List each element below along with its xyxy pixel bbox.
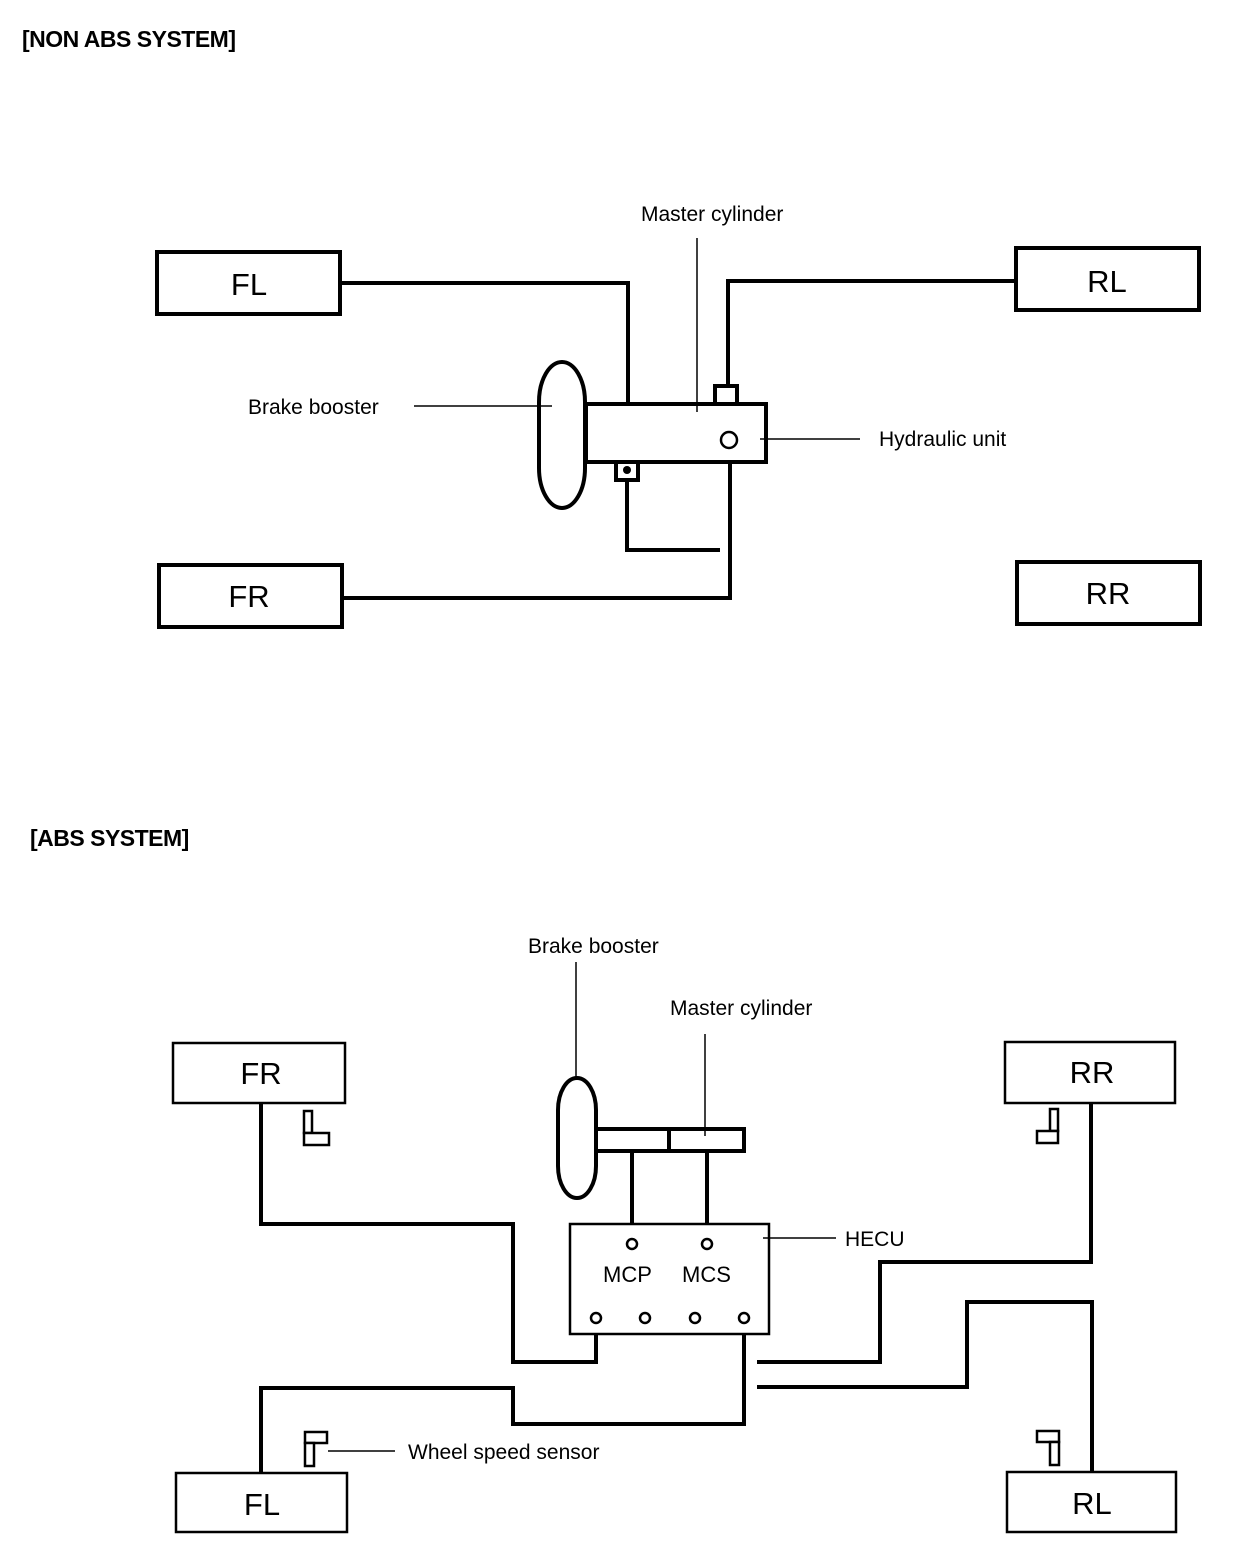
hecu-port-fr (589, 1311, 603, 1325)
hecu-port-rr (688, 1311, 702, 1325)
abs-line-fl (259, 1320, 746, 1473)
hecu-port-mcp (625, 1237, 639, 1251)
non-abs-diagram: FL RL FR RR Master cylinder Brake booste… (155, 203, 1202, 629)
wheel-box-fl (155, 250, 342, 316)
hecu-port-rl (638, 1311, 652, 1325)
label-master-cylinder: Master cylinder (641, 203, 783, 226)
abs-wheel-box-rl (1005, 1470, 1178, 1534)
abs-wheel-box-rr (1003, 1040, 1177, 1105)
hecu-port-mcs (700, 1237, 714, 1251)
wheel-box-rl (1014, 246, 1201, 312)
abs-master-cylinder-primary (594, 1127, 671, 1153)
hydraulic-outlet (719, 430, 739, 450)
line-fl (340, 281, 630, 405)
hecu-port-fl (737, 1311, 751, 1325)
wheel-box-fr (157, 563, 344, 629)
bottom-port-dot (623, 466, 631, 474)
wheel-speed-sensor-rr-icon (1035, 1107, 1060, 1145)
wheel-label-fl: FL (231, 267, 267, 302)
wheel-box-rr (1015, 560, 1202, 626)
abs-line-rl (757, 1300, 1094, 1472)
line-rl (726, 279, 1016, 388)
abs-label-hecu: HECU (845, 1228, 905, 1251)
non-abs-section-title: [NON ABS SYSTEM] (22, 26, 236, 52)
abs-diagram: FR RR FL RL Brake booster Master cylinde… (171, 935, 1178, 1534)
abs-master-cylinder-secondary (667, 1127, 746, 1153)
wheel-speed-sensor-rl-icon (1035, 1429, 1061, 1467)
wheel-speed-sensor-fr-icon (302, 1109, 331, 1147)
abs-label-wheel-speed-sensor: Wheel speed sensor (408, 1441, 599, 1464)
abs-wheel-label-fl: FL (244, 1487, 280, 1522)
wheel-label-rr: RR (1086, 576, 1131, 611)
abs-label-mcs: MCS (682, 1262, 731, 1287)
abs-label-mcp: MCP (603, 1262, 652, 1287)
master-cylinder-top-port (713, 384, 739, 406)
abs-line-rr (757, 1103, 1093, 1364)
master-cylinder-body (584, 402, 768, 464)
abs-wheel-box-fr (171, 1041, 347, 1105)
abs-wheel-label-fr: FR (240, 1056, 281, 1091)
abs-wheel-box-fl (174, 1471, 349, 1534)
line-fr (342, 445, 732, 600)
hecu-box (568, 1222, 771, 1336)
label-hydraulic-unit: Hydraulic unit (879, 428, 1006, 451)
abs-brake-booster (556, 1076, 598, 1200)
wheel-label-rl: RL (1087, 264, 1127, 299)
abs-wheel-label-rl: RL (1072, 1486, 1112, 1521)
line-rr (625, 480, 720, 552)
label-brake-booster: Brake booster (248, 396, 379, 419)
abs-wheel-label-rr: RR (1070, 1055, 1115, 1090)
wheel-label-fr: FR (228, 579, 269, 614)
abs-line-fr (259, 1103, 598, 1364)
abs-section-title: [ABS SYSTEM] (30, 825, 189, 851)
wheel-speed-sensor-fl-icon (303, 1430, 329, 1468)
abs-label-brake-booster: Brake booster (528, 935, 659, 958)
abs-label-master-cylinder: Master cylinder (670, 997, 812, 1020)
brake-booster (537, 360, 587, 510)
